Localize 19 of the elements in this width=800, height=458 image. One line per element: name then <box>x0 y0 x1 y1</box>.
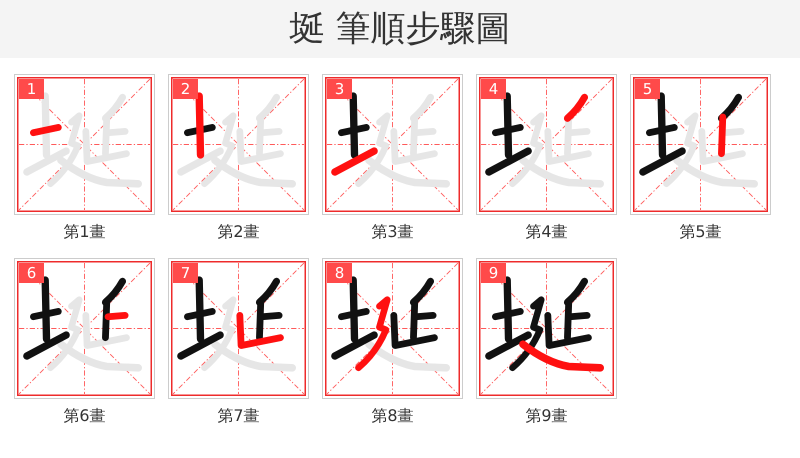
step-number: 6 <box>19 263 44 283</box>
step-caption: 第6畫 <box>63 406 106 426</box>
step-caption: 第7畫 <box>217 406 260 426</box>
step-number: 7 <box>173 263 198 283</box>
step-number: 1 <box>19 79 44 99</box>
step-caption: 第8畫 <box>371 406 414 426</box>
step-number: 9 <box>481 263 506 283</box>
step-caption: 第1畫 <box>63 222 106 242</box>
step-number: 3 <box>327 79 352 99</box>
step-caption: 第9畫 <box>525 406 568 426</box>
step-number: 5 <box>635 79 660 99</box>
step-caption: 第3畫 <box>371 222 414 242</box>
step-number: 4 <box>481 79 506 99</box>
step-caption: 第5畫 <box>679 222 722 242</box>
step-number: 2 <box>173 79 198 99</box>
title: 埏 筆順步驟圖 <box>289 9 511 49</box>
step-caption: 第4畫 <box>525 222 568 242</box>
step-number: 8 <box>327 263 352 283</box>
step-caption: 第2畫 <box>217 222 260 242</box>
